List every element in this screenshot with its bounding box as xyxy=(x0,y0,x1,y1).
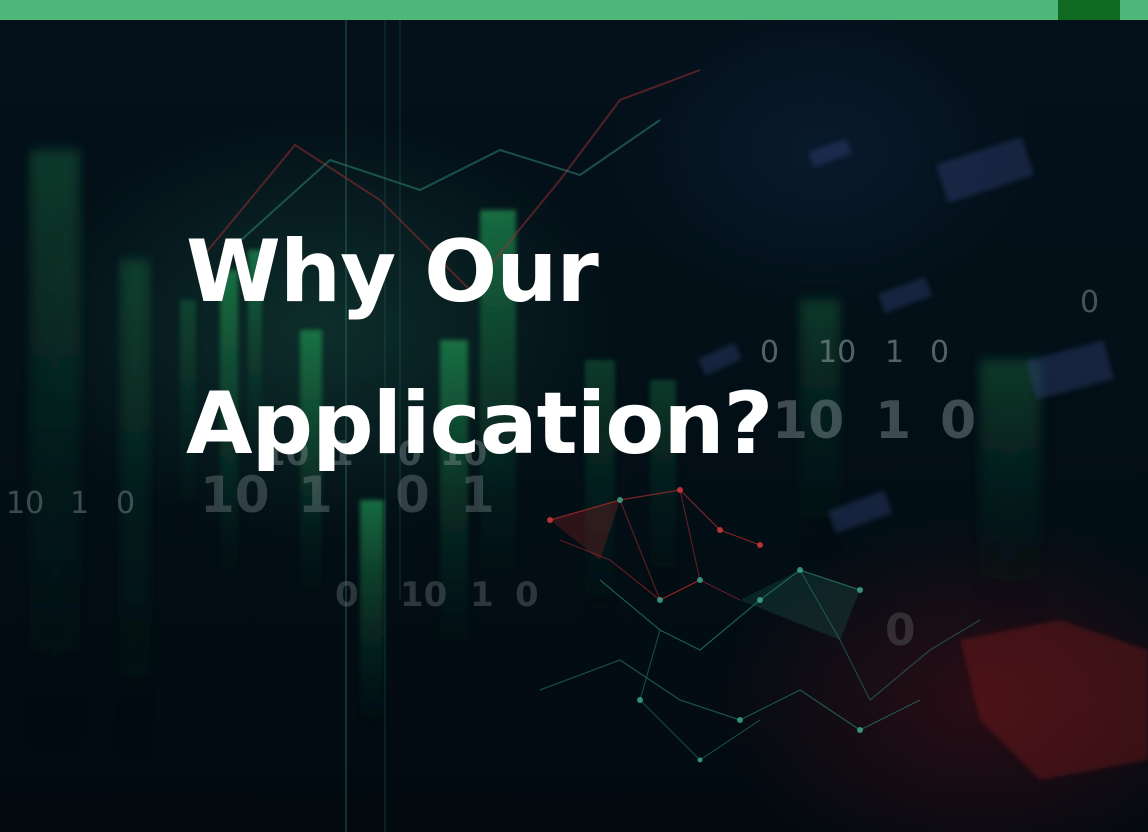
digit: 1 xyxy=(298,466,333,524)
digit: 0 xyxy=(515,575,539,615)
digit: 10 xyxy=(6,486,44,521)
digit: 0 xyxy=(398,434,422,474)
digit: 0 xyxy=(1080,285,1099,320)
digit: 1 xyxy=(885,335,904,370)
digit: 10 xyxy=(818,335,856,370)
digit: 1 xyxy=(330,434,354,474)
digit: 1 xyxy=(470,575,494,615)
network-mesh-decoration xyxy=(539,487,1148,780)
digit: 10 xyxy=(200,466,270,524)
digit: 0 xyxy=(885,605,916,656)
digit: 1 xyxy=(70,486,89,521)
digit: 10 xyxy=(440,434,487,474)
trend-lines-decoration xyxy=(199,69,701,292)
digit: 1 xyxy=(460,466,495,524)
digit: 0 xyxy=(335,575,359,615)
hero-title-line-1: Why Our xyxy=(186,222,599,322)
binary-digits-decoration: 0 10 1 0 0 10 1 0 10 1 0 10 10 1 0 10 1 … xyxy=(6,285,1099,656)
digit: 10 xyxy=(400,575,447,615)
digit: 0 xyxy=(760,335,779,370)
floating-tiles-decoration xyxy=(698,137,1114,534)
background-illustration: 0 10 1 0 0 10 1 0 10 1 0 10 10 1 0 10 1 … xyxy=(6,20,1148,832)
digit: 10 xyxy=(772,391,844,451)
digit: 0 xyxy=(395,466,430,524)
top-accent-bar xyxy=(0,0,1148,20)
digit: 0 xyxy=(940,391,976,451)
digit: 10 xyxy=(262,434,309,474)
digit: 0 xyxy=(930,335,949,370)
top-accent-block xyxy=(1058,0,1120,20)
vertical-lines-decoration xyxy=(345,20,401,832)
digit: 1 xyxy=(875,391,911,451)
hero-title: Why Our Application? xyxy=(186,196,773,500)
hero-title-line-2: Application? xyxy=(186,374,773,474)
digit: 0 xyxy=(116,486,135,521)
